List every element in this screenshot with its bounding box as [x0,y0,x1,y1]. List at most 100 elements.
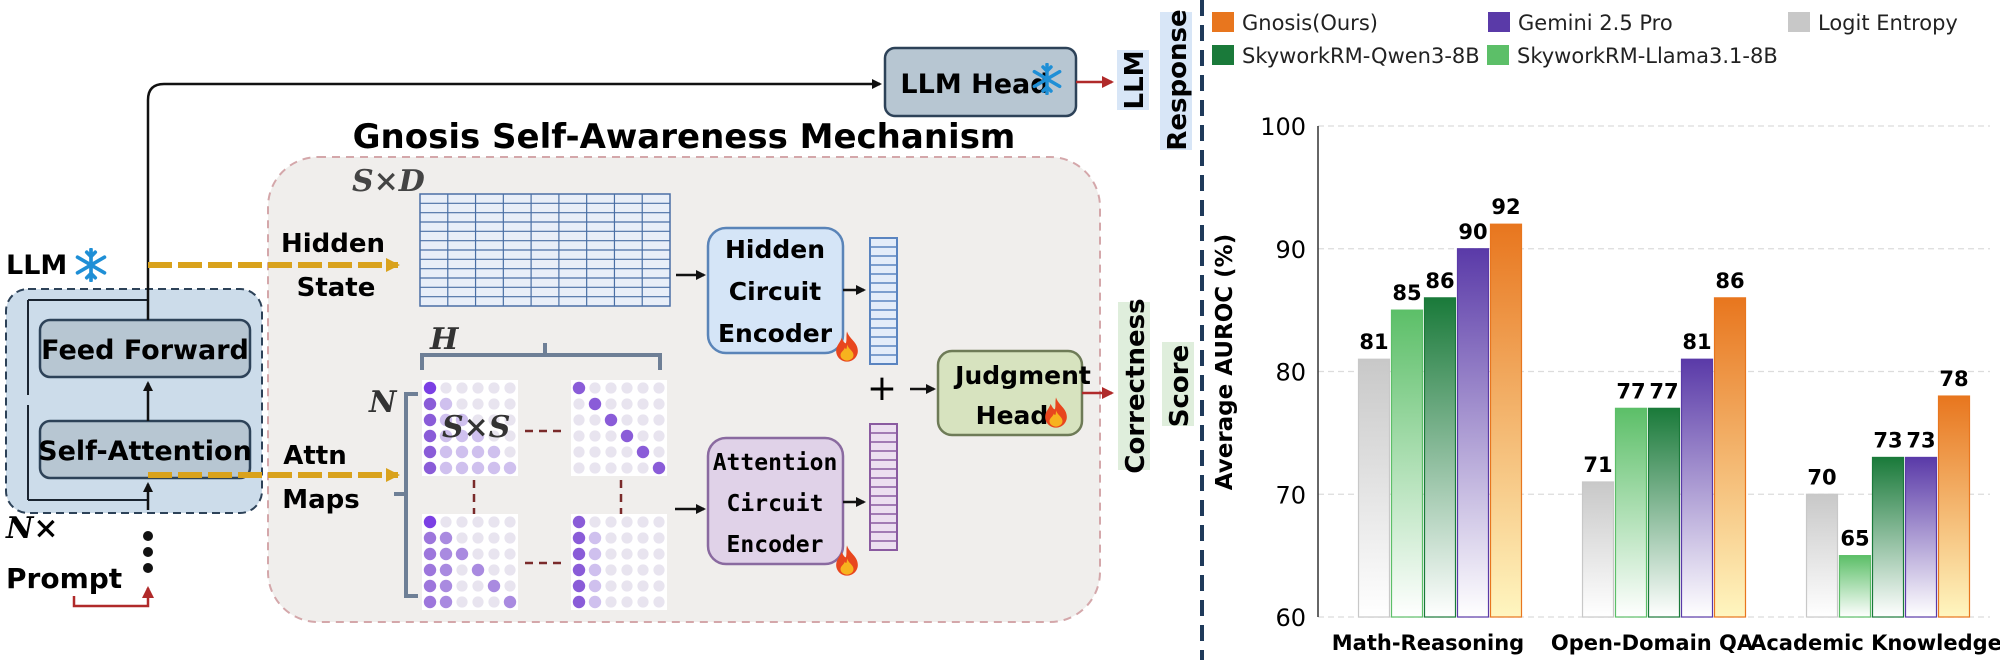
attention-cell [621,446,633,458]
legend-swatch [1212,12,1234,32]
attention-cell [589,382,601,394]
attention-cell [572,531,586,545]
attention-cell [423,429,437,443]
attention-cell [439,579,453,593]
attention-cell [455,429,469,443]
bar [1838,555,1872,618]
attention-cell [472,398,484,410]
attention-map [571,514,667,610]
attn-maps-label-1: Attn [283,441,347,471]
attention-cell [423,413,437,427]
legend-label: Gnosis(Ours) [1242,11,1378,35]
attention-cell [456,398,468,410]
legend-swatch [1487,45,1509,65]
attention-cell [621,414,633,426]
attention-cell [573,398,585,410]
legend-swatch [1488,12,1510,32]
attention-cell [423,531,437,545]
y-tick-label: 80 [1275,359,1306,387]
bar-value-label: 77 [1649,379,1678,403]
hidden-encoder-line2: Circuit [729,277,821,306]
legend-label: Gemini 2.5 Pro [1518,11,1673,35]
attention-cell [456,382,468,394]
attention-cell [455,413,469,427]
bar-value-label: 73 [1906,428,1935,452]
bar-value-label: 81 [1359,330,1388,354]
attention-cell [572,381,586,395]
bar-value-label: 86 [1715,269,1744,293]
legend-label: SkyworkRM-Llama3.1-8B [1517,44,1778,68]
attention-encoder-line2: Circuit [727,491,824,517]
attention-cell [455,445,469,459]
attention-cell [604,413,618,427]
attention-cell [504,564,516,576]
attention-cell [653,398,665,410]
attention-map [571,380,667,476]
self-attention-block [38,419,252,480]
attention-cell [621,398,633,410]
attention-cell [573,462,585,474]
attention-cell [621,580,633,592]
attention-cell [605,564,617,576]
attention-cell [621,382,633,394]
attention-cell [588,563,602,577]
attention-cell [589,462,601,474]
self-attention-label: Self-Attention [38,436,252,467]
attention-cell [423,381,437,395]
hidden-state-label-1: Hidden [281,229,385,259]
attention-cell [653,516,665,528]
attention-cell [471,461,485,475]
attention-cell [605,430,617,442]
attention-cell [573,414,585,426]
correctness-bg-1 [1118,302,1150,470]
attention-cell [423,595,437,609]
legend-swatch [1212,45,1234,65]
attention-cell [455,547,469,561]
attention-cell [637,532,649,544]
attention-cell [572,579,586,593]
llm-response-bg-1 [1117,50,1149,110]
attention-cell [620,429,634,443]
attention-cell [588,547,602,561]
attention-cell [472,548,484,560]
attention-cell [573,446,585,458]
y-tick-label: 90 [1275,236,1306,264]
correctness-score-line1: Correctness [1121,298,1151,473]
bar-value-label: 70 [1807,465,1836,489]
attention-cell [439,547,453,561]
attention-cell [637,548,649,560]
legend-swatch [1788,12,1810,32]
bar-value-label: 65 [1840,527,1869,551]
y-axis-label: Average AUROC (%) [1212,234,1238,491]
attention-cell [605,446,617,458]
attention-cell [423,579,437,593]
attention-cell [605,548,617,560]
attention-cell [589,516,601,528]
attention-cell [572,595,586,609]
attention-cell [456,532,468,544]
attention-cell [504,446,516,458]
n-label: N [368,385,398,420]
attention-cell [588,579,602,593]
bar [1871,456,1905,618]
attention-cell [653,548,665,560]
attention-cell [588,531,602,545]
y-tick-label: 70 [1275,481,1306,509]
attention-cell [605,382,617,394]
bar-value-label: 90 [1458,220,1487,244]
attention-cell [488,564,500,576]
attention-cell [504,580,516,592]
attention-cell [439,563,453,577]
attention-cell [637,596,649,608]
attention-cell [440,516,452,528]
bar [1423,297,1457,618]
attention-cell [637,564,649,576]
attention-cell [456,516,468,528]
attention-cell [621,548,633,560]
attention-cell [605,580,617,592]
attention-cell [504,398,516,410]
attention-cell [423,547,437,561]
attention-cell [637,414,649,426]
attention-cell [605,516,617,528]
attention-cell [504,382,516,394]
